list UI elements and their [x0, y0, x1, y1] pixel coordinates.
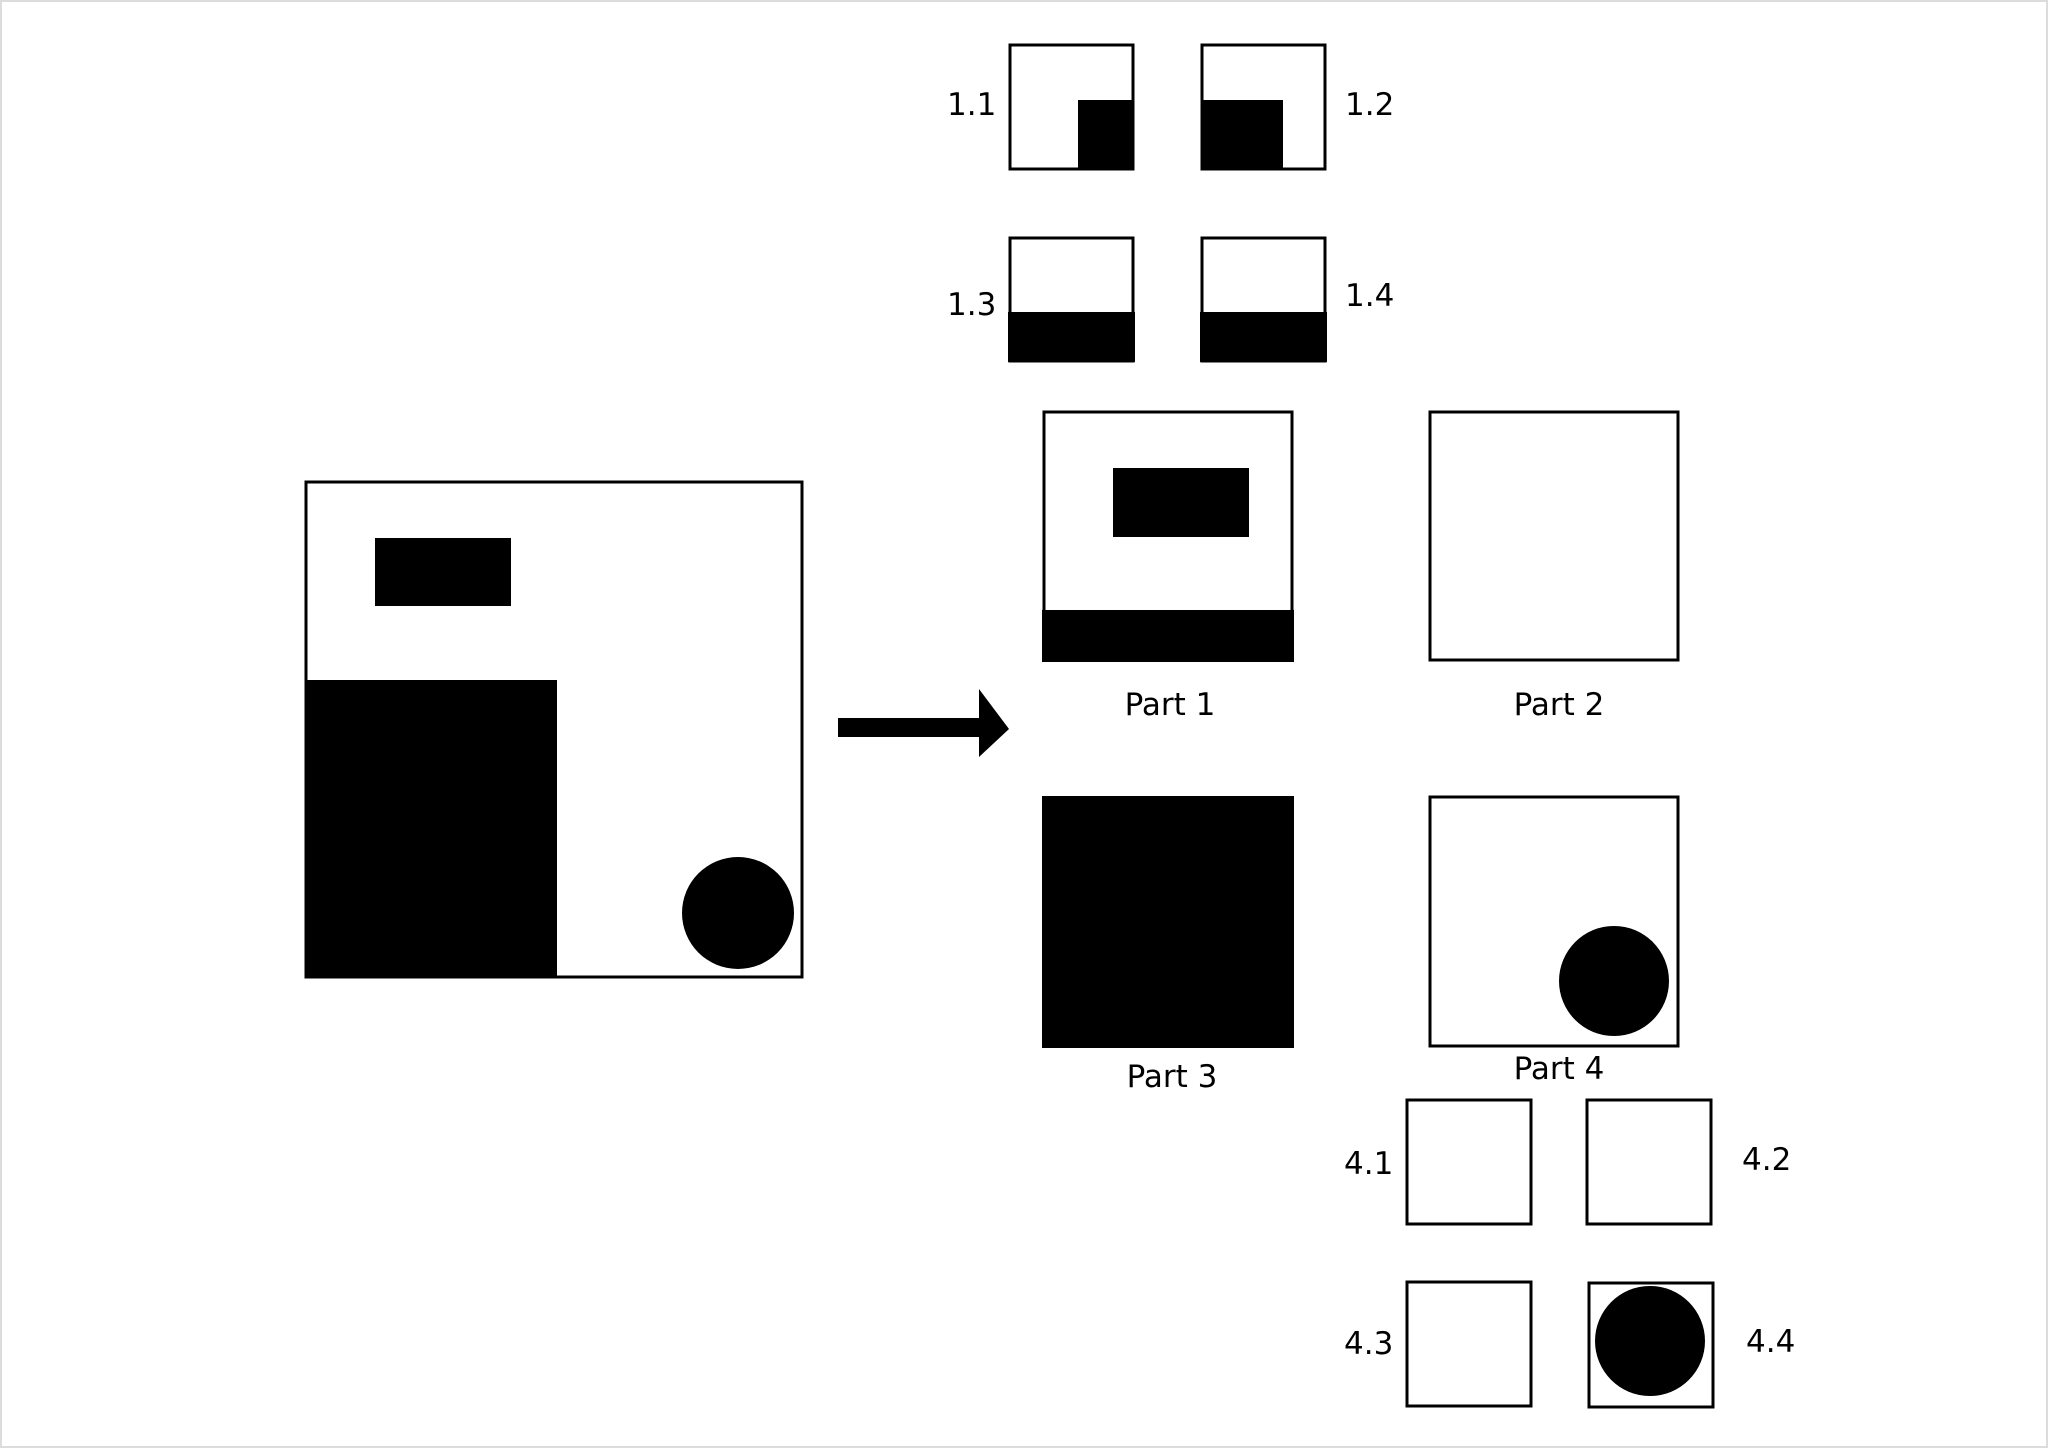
- original-large-rect: [305, 680, 557, 978]
- original-circle: [682, 857, 794, 969]
- part-1-small-rect: [1113, 468, 1249, 537]
- original-image: [304, 480, 804, 979]
- part-4: [1428, 795, 1680, 1048]
- quadrant-fill: [1078, 100, 1133, 169]
- label-1-2: 1.2: [1345, 87, 1394, 123]
- label-1-3: 1.3: [947, 287, 996, 323]
- label-4-3: 4.3: [1344, 1326, 1393, 1362]
- sub-quadrant-1-1: [1008, 43, 1135, 171]
- label-part-4: Part 4: [1514, 1051, 1605, 1087]
- part-2: [1428, 410, 1680, 662]
- part-1: [1042, 410, 1294, 662]
- label-part-2: Part 2: [1514, 687, 1605, 723]
- sub-quadrant-4-1: [1405, 1098, 1533, 1226]
- sub-quadrant-1-4: [1200, 236, 1327, 363]
- sub-quadrant-4-2: [1585, 1098, 1713, 1226]
- label-part-1: Part 1: [1125, 687, 1216, 723]
- label-1-1: 1.1: [947, 87, 996, 123]
- original-small-rect: [375, 538, 511, 606]
- part-3: [1042, 796, 1294, 1048]
- label-1-4: 1.4: [1345, 278, 1394, 314]
- sub-quadrant-1-2: [1200, 43, 1327, 171]
- quadrant-4-4-circle: [1595, 1286, 1705, 1396]
- split-arrow: [838, 689, 1009, 757]
- part-1-bottom-band: [1042, 610, 1294, 662]
- label-4-1: 4.1: [1344, 1146, 1393, 1182]
- label-4-2: 4.2: [1742, 1142, 1791, 1178]
- sub-quadrant-4-3: [1405, 1280, 1533, 1408]
- sub-quadrant-1-3: [1008, 236, 1135, 363]
- part-4-circle: [1559, 926, 1669, 1036]
- label-4-4: 4.4: [1746, 1324, 1795, 1360]
- sub-quadrant-4-4: [1587, 1281, 1715, 1409]
- quadrant-fill: [1008, 312, 1135, 362]
- quadrant-fill: [1200, 312, 1327, 362]
- quadrant-fill: [1202, 100, 1283, 169]
- label-part-3: Part 3: [1127, 1059, 1218, 1095]
